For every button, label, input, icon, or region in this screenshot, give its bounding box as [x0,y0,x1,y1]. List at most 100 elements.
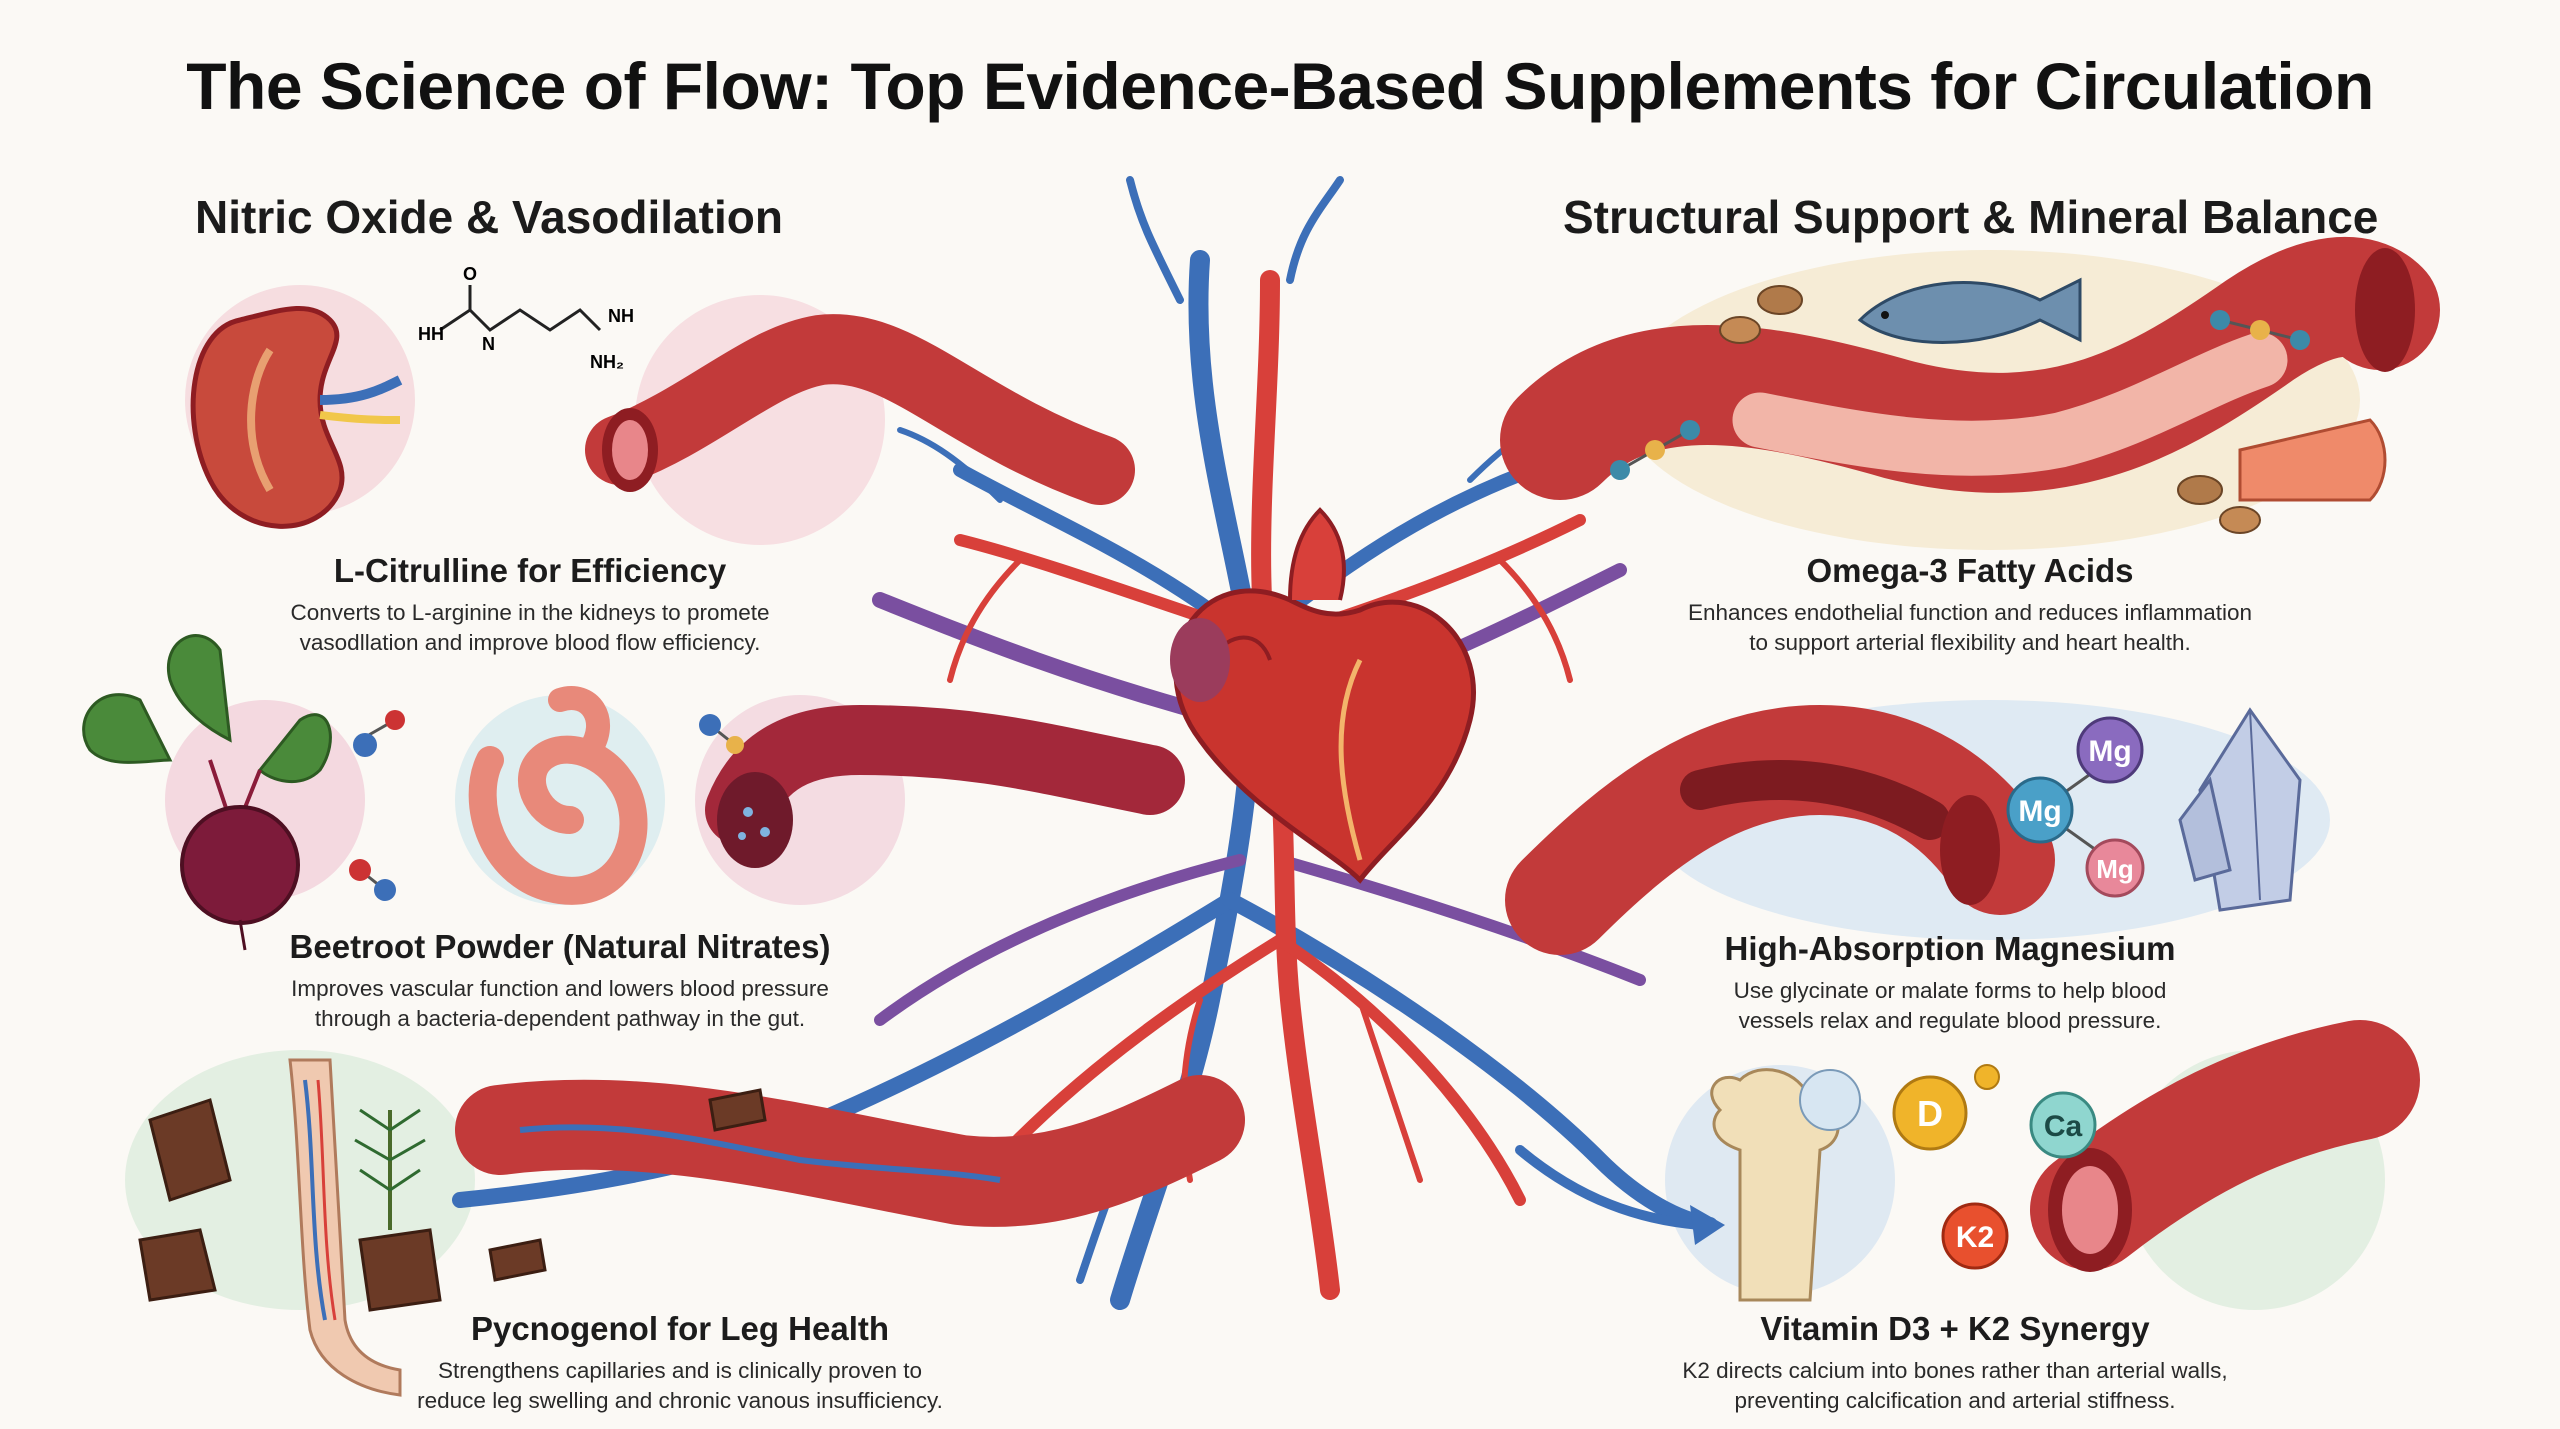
bone-joint [1799,1069,1861,1131]
section-heading-nitric-oxide: Nitric Oxide & Vasodilation [195,191,783,243]
purple-vessel-lower-right [1274,854,1646,986]
calcium-badge [2029,1091,2097,1159]
molecule-models [349,310,2310,901]
card-desc-vitamin-d3-k2-1: K2 directs calcium into bones rather tha… [1682,1358,2228,1383]
vessel-lumen-magnesium [1680,760,1950,840]
card-desc-beetroot-1: Improves vascular function and lowers bl… [291,976,829,1001]
molecule-model-3 [699,714,744,754]
mg-label-1: Mg [2088,735,2131,768]
bone-illustration [1710,1068,1861,1302]
ureter [319,411,401,424]
nitrate-bubble-1 [743,807,753,817]
bark-chip-3 [358,1228,442,1312]
vessel-opening-nitrate [717,772,793,868]
card-l-citrulline: L-Citrulline for Efficiency Converts to … [200,552,860,658]
vitamin-k2-badge [1941,1202,2009,1270]
beet-leaf-1 [82,693,173,764]
card-title-omega-3: Omega-3 Fatty Acids [1806,552,2134,589]
kidney-cortex [247,347,274,493]
vein-twig-3 [897,427,1003,503]
molecule-model-1 [353,710,405,757]
card-desc-beetroot-2: through a bacteria-dependent pathway in … [314,1006,806,1031]
vessel-tube-top-left [585,314,1135,505]
citrulline-molecule [439,285,602,332]
nut-4 [2219,506,2261,534]
card-desc-omega-3-1: Enhances endothelial function and reduce… [1687,600,2253,625]
card-title-vitamin-d3-k2: Vitamin D3 + K2 Synergy [1760,1310,2150,1347]
vessel-lumen-omega [1732,332,2288,476]
nitrate-bubble-2 [760,827,770,837]
molecule-chain [439,308,602,332]
fish [1857,277,2082,344]
vitamin-badges [1892,1064,2097,1270]
nut-3 [2177,475,2223,505]
pine-needles [354,1108,426,1192]
fish-eye [1881,311,1889,319]
beet-tail [238,919,247,951]
magnesium-illustration [2006,707,2302,912]
section-heading-structural-support: Structural Support & Mineral Balance [1563,191,2379,243]
nitrate-bubble-3 [738,832,746,840]
vessel-opening-omega [2355,248,2415,372]
molecule-label-nh2: NH₂ [590,352,624,372]
card-title-magnesium: High-Absorption Magnesium [1724,930,2176,967]
leg-shape [288,1058,402,1397]
card-desc-pycnogenol-2: reduce leg swelling and chronic vanous i… [417,1388,943,1413]
kidney-illustration [190,306,403,529]
molecule-label-hn: HH [418,324,444,344]
mg-label-3: Mg [2096,854,2134,884]
pycnogenol-illustration [138,1058,767,1397]
artery-twig-4 [1357,997,1423,1183]
purple-vessel-lower-left [874,854,1246,1026]
card-beetroot: Beetroot Powder (Natural Nitrates) Impro… [230,928,890,1034]
vitamin-d-dot [1974,1064,2000,1090]
artery-lower-right [1274,934,1526,1206]
crystal-facet [2249,709,2261,901]
molecule-label-n: N [482,334,495,354]
vessel-capillary-line [519,1124,1001,1183]
heart [1170,507,1476,884]
mg-badge-3 [2085,838,2145,898]
artery-twig-2 [1497,557,1573,683]
mg-badge-1 [2076,716,2144,784]
card-desc-magnesium-1: Use glycinate or malate forms to help bl… [1733,978,2167,1003]
card-title-l-citrulline: L-Citrulline for Efficiency [333,552,727,589]
kidney-shape [190,306,345,529]
renal-vein [319,375,403,405]
vessel-tubes [455,236,2440,1272]
vessel-opening-magnesium [1940,795,2000,905]
omega-illustration [1719,277,2387,534]
vein-top-twig [1126,176,1184,304]
vein-top-twig-2 [1286,176,1344,284]
molecule-model-2 [349,859,396,901]
gut-illustration [468,686,648,905]
card-pycnogenol: Pycnogenol for Leg Health Strengthens ca… [350,1310,1010,1416]
card-desc-magnesium-2: vessels relax and regulate blood pressur… [1738,1008,2162,1033]
vessel-lumen-top-left [612,420,648,480]
card-desc-omega-3-2: to support arterial flexibility and hear… [1749,630,2191,655]
calcium-label: Ca [2044,1110,2083,1143]
beet-leaf-3 [257,713,332,784]
nut-1 [1757,285,1803,315]
page-title: The Science of Flow: Top Evidence-Based … [186,49,2374,123]
card-omega-3: Omega-3 Fatty Acids Enhances endothelial… [1635,552,2305,658]
bark-chip-2 [138,1228,217,1302]
card-desc-pycnogenol-1: Strengthens capillaries and is clinicall… [437,1358,922,1383]
card-desc-l-citrulline-1: Converts to L-arginine in the kidneys to… [290,600,770,625]
intestine [468,735,648,905]
heart-atrium [1170,618,1230,702]
leg-vein [303,1079,327,1321]
purple-vessel-left [872,592,1238,728]
vessel-tube-nitrate [705,704,1185,845]
mg-label-2: Mg [2018,795,2061,828]
crystal-small [2178,776,2232,882]
vitamin-k2-label: K2 [1956,1221,1994,1254]
stomach [548,686,610,762]
beet-root [180,805,300,925]
vessel-tube-magnesium [1505,704,2055,955]
vitamin-d-label: D [1917,1093,1943,1134]
vessel-lumen-vitd [2062,1166,2118,1254]
bark-chip-4 [708,1088,767,1132]
flow-arrow-head [1690,1205,1725,1245]
